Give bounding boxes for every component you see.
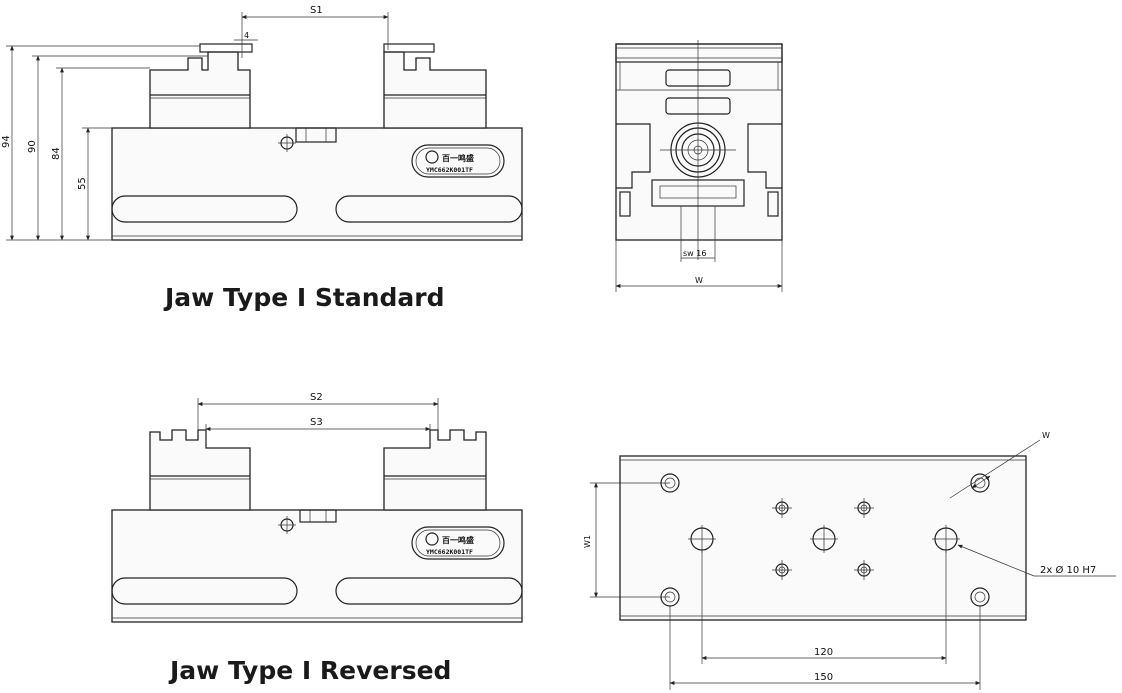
dim-84: 84 [51,147,62,160]
dim-sw16: sw 16 [683,249,706,258]
vise-base [111,127,523,241]
logo-code-reversed: YMC662K001TF [426,548,473,556]
dim-w1: W1 [583,535,592,548]
logo-code: YMC662K001TF [426,166,473,174]
left-jaw [149,43,253,129]
center-block [295,127,337,143]
bottom-plate [619,455,1027,621]
bottom-view: W W1 2x Ø 10 H7 120 150 [583,431,1116,690]
reversed-side-view: 百一鸣盛 YMC662K001TF S2 S3 Jaw Type I Rever… [111,392,523,685]
dim-s1: S1 [310,5,323,16]
right-jaw-reversed [383,429,487,511]
standard-side-view: 百一鸣盛 YMC662K001TF S1 4 94 90 84 55 Jaw T… [1,5,523,312]
dim-55: 55 [77,177,88,190]
dim-150: 150 [814,672,833,683]
logo-brand-reversed: 百一鸣盛 [442,535,474,545]
base-slot-left [111,195,298,223]
logo-plate-reversed: 百一鸣盛 YMC662K001TF [411,526,505,560]
caption-standard: Jaw Type I Standard [163,283,445,312]
dim-w-end: W [695,276,703,285]
dim-120: 120 [814,647,833,658]
dim-90: 90 [27,140,38,153]
dim-94: 94 [1,135,12,148]
dim-s2: S2 [310,392,323,403]
logo-brand: 百一鸣盛 [442,153,474,163]
dim-gap: 4 [244,31,249,40]
end-view: sw 16 W [615,40,783,292]
caption-reversed: Jaw Type I Reversed [168,656,451,685]
logo-plate: 百一鸣盛 YMC662K001TF [411,144,505,178]
right-jaw [383,43,487,129]
dim-holes: 2x Ø 10 H7 [1040,564,1096,576]
end-body [615,43,783,241]
dim-s3: S3 [310,417,323,428]
dim-w-bottom: W [1042,431,1050,440]
base-slot-right [335,195,523,223]
vise-base-reversed [111,509,523,623]
tapped-holes [772,498,874,580]
left-jaw-reversed [149,429,251,511]
